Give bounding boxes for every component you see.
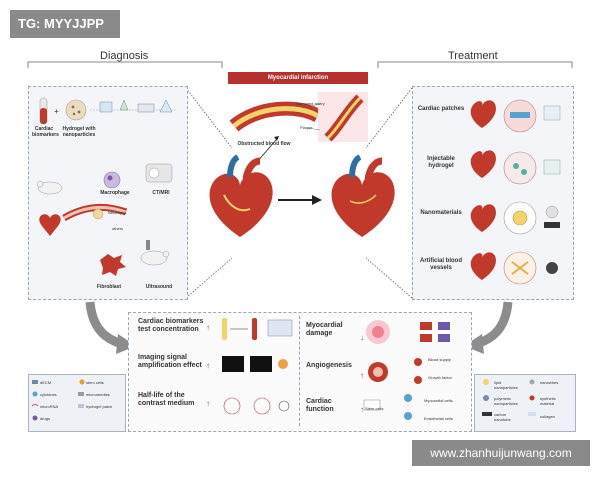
treatment-item-4: Artificial blood vessels	[416, 258, 466, 272]
outcomes-panel	[128, 312, 472, 432]
outcome-row-damage: Myocardial damage	[306, 322, 343, 337]
label-ultrasound: Ultrasound	[145, 284, 173, 290]
outcome-row-function: Cardiac function	[306, 398, 334, 413]
legend-left-item: microneedles	[86, 392, 110, 397]
legend-left	[28, 374, 126, 432]
legend-right-item: synthetic material	[540, 396, 556, 406]
outcomes-divider	[299, 316, 301, 426]
watermark-bottom: www.zhanhuijunwang.com	[412, 440, 590, 466]
label-narrowed-artery: Narrowed artery	[296, 101, 325, 106]
treatment-label: Cardiac patches	[417, 106, 465, 112]
treatment-label: Nanomaterials	[420, 210, 462, 216]
label-others: others	[112, 226, 124, 231]
mi-banner: Myocardial infarction	[228, 72, 368, 84]
artery-illustration	[229, 92, 368, 142]
legend-right-item: polymeric nanoparticles	[494, 396, 518, 406]
watermark-top: TG: MYYJJPP	[10, 10, 120, 38]
label-obstructed-blood-flow: Obstructed blood flow	[237, 141, 291, 147]
label-hydrogel: Hydrogel with nanoparticles	[62, 126, 96, 138]
treatment-label: Artificial blood vessels	[420, 258, 462, 271]
tag-myocardial-cells: Myocardial cells	[424, 398, 453, 403]
tag-endothelial-cells: Endothelial cells	[424, 416, 453, 421]
label-cardiac-biomarkers: Cardiac biomarkers	[32, 126, 59, 138]
legend-left-item: microRNA	[40, 404, 59, 409]
legend-left-item: cytokines	[40, 392, 57, 397]
treatment-item-1: Cardiac patches	[416, 106, 466, 113]
label-plaque: Plaque	[300, 125, 313, 130]
legend-right-item: lipid nanoparticles	[494, 380, 518, 390]
legend-left-item: stem cells	[86, 380, 104, 385]
legend-left-icons	[31, 379, 85, 421]
label-macrophage: Macrophage	[100, 190, 130, 196]
tag-blood-supply: Blood supply	[428, 357, 451, 362]
diagnosis-illustrations: +	[36, 97, 176, 276]
outcome-row-biomarkers: Cardiac biomarkers test concentration	[138, 318, 204, 333]
heart-right-icon	[331, 155, 395, 237]
outcome-row-imaging: Imaging signal amplification effect	[138, 354, 202, 369]
tag-growth-factor: Growth factor	[428, 375, 453, 380]
legend-left-item: dECM	[40, 380, 52, 385]
svg-text:↑: ↑	[206, 323, 210, 332]
svg-text:↑: ↑	[360, 405, 364, 414]
legend-right-icons	[482, 379, 536, 416]
outcomes-illustrations: ↑ ↑ ↑ ↓ ↑ ↑	[206, 318, 450, 420]
treatment-item-2: Injectable hydrogel	[416, 156, 466, 170]
legend-left-item: drugs	[40, 416, 51, 421]
legend-right	[474, 374, 576, 432]
legend-right-item: nanowires	[540, 380, 559, 385]
legend-right-item: collagen	[540, 414, 555, 419]
tag-stem-cells: Stem cells	[365, 406, 384, 411]
svg-text:+: +	[54, 107, 59, 116]
diagnosis-title: Diagnosis	[100, 50, 149, 62]
treatment-label: Injectable hydrogel	[427, 156, 455, 169]
outcome-row-angiogenesis: Angiogenesis	[306, 362, 352, 369]
label-ctmri: CT/MRI	[152, 190, 170, 196]
svg-text:↑: ↑	[206, 361, 210, 370]
svg-text:↑: ↑	[206, 399, 210, 408]
outcome-row-halflife: Half-life of the contrast medium	[138, 392, 195, 407]
label-neutrophil: Neutrophil	[108, 210, 127, 215]
legend-right-item: carbon nanotube	[494, 412, 511, 422]
legend-left-item: hydrogel patch	[86, 404, 113, 409]
treatment-item-3: Nanomaterials	[416, 210, 466, 217]
svg-text:↑: ↑	[360, 371, 364, 380]
heart-left-icon	[209, 155, 273, 237]
treatment-illustrations	[470, 99, 561, 285]
label-fibroblast: Fibroblast	[96, 284, 122, 290]
treatment-title: Treatment	[448, 50, 498, 62]
svg-text:↓: ↓	[360, 333, 364, 342]
